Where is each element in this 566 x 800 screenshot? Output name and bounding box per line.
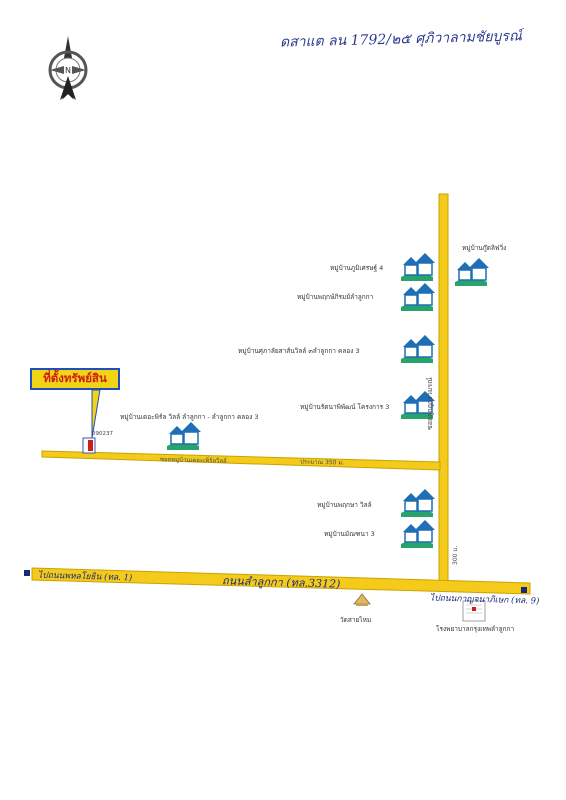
main-road-left-destination: ไปถนนพหลโยธิน (ทล. 1) bbox=[37, 570, 133, 584]
main-road bbox=[24, 567, 531, 595]
village-label: หมู่บ้านพฤกษ์ภิรมย์ลำลูกกา bbox=[297, 293, 374, 301]
village-label: หมู่บ้านรัตนาพิพัฒน์ โครงการ 3 bbox=[300, 403, 390, 411]
village-label: หมู่บ้านเดอะพิร์ล วิลล์ ลำลูกกา - ลำลูกก… bbox=[120, 413, 259, 421]
hospital-icon bbox=[462, 600, 486, 622]
vertical-road-label: ซอยลูกถูกรวมรณ์ bbox=[426, 377, 434, 430]
main-road-label: ถนนลำลูกกา (ทล.3312) bbox=[221, 574, 341, 591]
village-house-icon bbox=[399, 281, 435, 311]
compass: N bbox=[42, 36, 94, 102]
property-marker-code: 090237 bbox=[92, 431, 113, 437]
village-label: หมู่บ้านภูมิเศรษฐ์ 4 bbox=[330, 264, 384, 272]
village-house-icon bbox=[453, 256, 489, 286]
village-house-icon bbox=[399, 251, 435, 281]
village-house-icon bbox=[399, 518, 435, 548]
village-house-icon bbox=[399, 487, 435, 517]
property-callout bbox=[91, 389, 101, 439]
compass-letter: N bbox=[65, 66, 71, 75]
side-road-label: ซอยหมู่บ้านเดอะเพิ่ร์ลวิลล์ bbox=[159, 456, 227, 465]
property-location-label: ที่ตั้งทรัพย์สิน bbox=[30, 368, 120, 390]
vertical-road bbox=[438, 193, 449, 583]
village-house-icon bbox=[399, 333, 435, 363]
village-house-icon bbox=[165, 420, 201, 450]
village-label: หมู่บ้านพฤกษา วิลล์ bbox=[317, 501, 372, 509]
village-label: หมู่บ้านศุภาลัยสาส์นวิลล์ ๓ลำลูกกา คลอง … bbox=[238, 347, 360, 355]
village-house-icon bbox=[399, 389, 435, 419]
hospital-label: โรงพยาบาลกรุงเทพลำลูกกา bbox=[436, 625, 515, 633]
village-label: หมู่บ้านกู๊ดลิฟวิ่ง bbox=[462, 244, 507, 252]
vertical-road-distance: 300 ม. bbox=[452, 545, 459, 565]
village-label: หมู่บ้านมัณฑนา 3 bbox=[324, 530, 375, 538]
side-road-distance: ประมาณ 350 ม. bbox=[299, 458, 345, 467]
temple-label: วัดสายไหม bbox=[340, 616, 372, 624]
temple-icon bbox=[353, 593, 371, 606]
side-road bbox=[41, 450, 441, 471]
property-marker bbox=[82, 437, 96, 454]
north-arrow-icon: N bbox=[48, 36, 88, 100]
